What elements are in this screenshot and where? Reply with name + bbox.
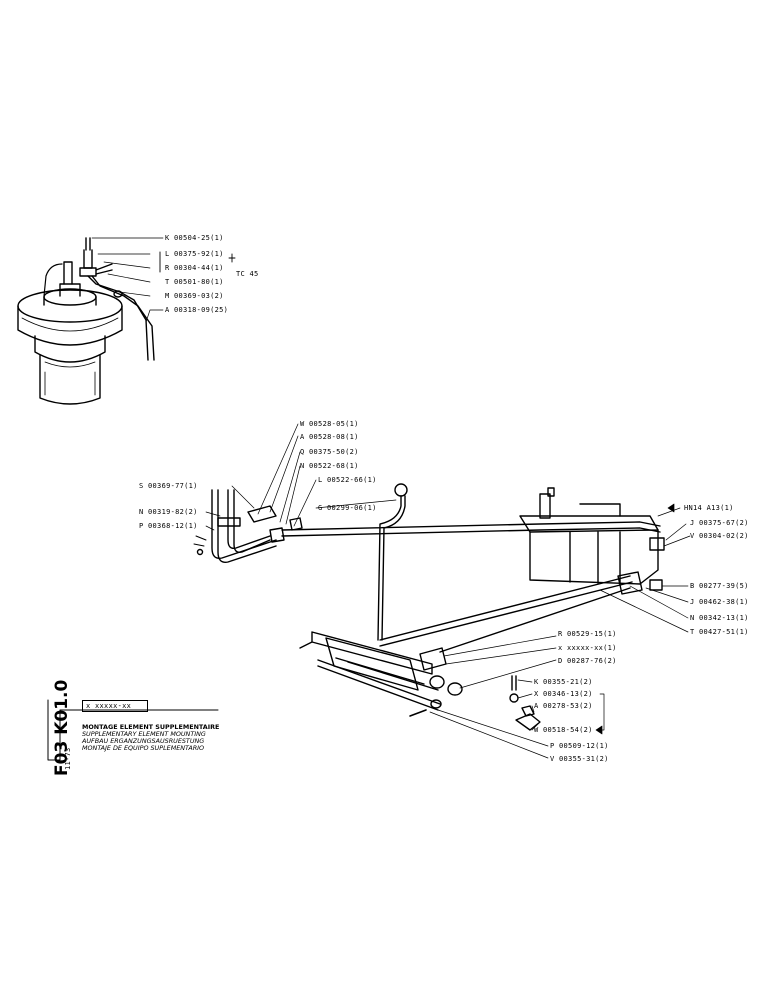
ref-box: x xxxxx-xx <box>86 702 132 710</box>
callout-label: T 00427-51(1) <box>690 628 749 636</box>
sheet-date: 11-73 <box>64 747 72 770</box>
main-leader-lines <box>205 423 691 759</box>
callout-label: W 00528-05(1) <box>300 420 359 428</box>
callout-label: J 00462-38(1) <box>690 598 749 606</box>
callout-label: N 00319-82(2) <box>139 508 198 516</box>
callout-label: R 00304-44(1) <box>165 264 224 272</box>
callout-label: J 00375-67(2) <box>690 519 749 527</box>
title-block-frame <box>47 699 219 761</box>
title-fr: MONTAGE ELEMENT SUPPLEMENTAIRE <box>82 723 220 731</box>
callout-label: G 00299-06(1) <box>318 504 377 512</box>
callout-label: P 00368-12(1) <box>139 522 198 530</box>
callout-label: HN14 A13(1) <box>684 504 734 512</box>
callout-label: L 00375-92(1) <box>165 250 224 258</box>
ref-box-frame <box>82 700 148 712</box>
main-piping-drawing <box>193 483 661 731</box>
callout-label: K 00355-21(2) <box>534 678 593 686</box>
callout-label: N 00342-13(1) <box>690 614 749 622</box>
callout-label: A 00278-53(2) <box>534 702 593 710</box>
callout-label: V 00304-02(2) <box>690 532 749 540</box>
callout-label: P 00509-12(1) <box>550 742 609 750</box>
callout-label: K 00504-25(1) <box>165 234 224 242</box>
upper-leader-lines <box>91 237 236 323</box>
callout-label: V 00355-31(2) <box>550 755 609 763</box>
callout-label: B 00277-39(5) <box>690 582 749 590</box>
callout-label: S 00369-77(1) <box>139 482 198 490</box>
valve-block-drawing <box>519 487 665 595</box>
callout-label: A 00318-09(25) <box>165 306 229 314</box>
filter-unit-drawing <box>17 237 155 405</box>
callout-label: R 00529-15(1) <box>558 630 617 638</box>
callout-label: x xxxxx-xx(1) <box>558 644 617 652</box>
callout-label: N 00522-68(1) <box>300 462 359 470</box>
callout-label: M 00369-03(2) <box>165 292 224 300</box>
callout-label: D 00287-76(2) <box>558 657 617 665</box>
callout-label: T 00501-80(1) <box>165 278 224 286</box>
callout-label: W 00518-54(2) <box>534 726 593 734</box>
title-es: MONTAJE DE EQUIPO SUPLEMENTARIO <box>82 744 205 752</box>
callout-label: L 00522-66(1) <box>318 476 377 484</box>
callout-label: Q 00375-50(2) <box>300 448 359 456</box>
title-de: AUFBAU ERGANZUNGSAUSRUESTUNG <box>82 737 205 745</box>
title-en: SUPPLEMENTARY ELEMENT MOUNTING <box>82 730 206 738</box>
callout-label: X 00346-13(2) <box>534 690 593 698</box>
callout-label: A 00528-08(1) <box>300 433 359 441</box>
group-note: TC 45 <box>236 270 259 278</box>
